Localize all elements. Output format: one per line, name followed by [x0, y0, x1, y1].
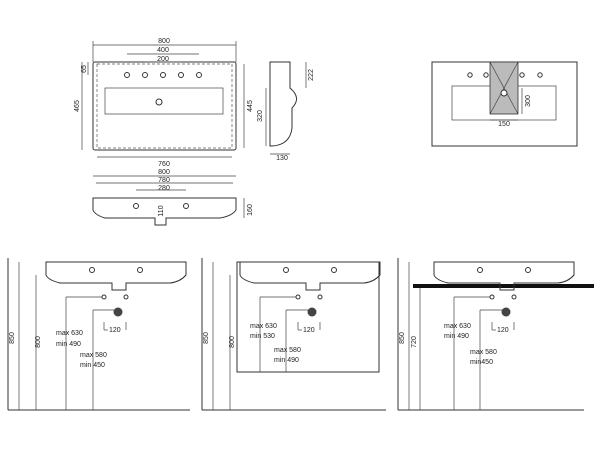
dim-front-w1: 800	[158, 169, 170, 176]
tap-hole-icon	[178, 72, 184, 78]
installation-1: 850 800 max 630 min 490 max 580 min 450 …	[7, 258, 190, 411]
dim-side-mid: 320	[257, 110, 264, 122]
install1-tap-min: min 490	[56, 341, 81, 348]
tap-connection-icon	[317, 294, 323, 300]
dim-front-height: 160	[247, 204, 254, 216]
tap-connection-icon	[123, 294, 129, 300]
dim-hole-offset: 65	[81, 65, 88, 73]
tap-hole-icon	[196, 72, 202, 78]
install2-height-total: 850	[203, 332, 210, 344]
dim-front-w3: 280	[158, 185, 170, 192]
tap-hole-icon	[160, 72, 166, 78]
dim-overall-width: 800	[158, 38, 170, 45]
dim-cutout-height: 300	[525, 95, 532, 107]
dim-hole-span-outer: 400	[157, 47, 169, 54]
install2-drain-min: min 490	[274, 357, 299, 364]
drain-hole-icon	[155, 98, 163, 106]
install1-drain-min: min 450	[80, 362, 105, 369]
dim-side-top: 222	[308, 69, 315, 81]
countertop	[413, 284, 594, 288]
dim-side-bottom: 130	[276, 155, 288, 162]
dim-hole-span-inner: 200	[157, 56, 169, 63]
tap-hole-icon	[142, 72, 148, 78]
cutout-view: 300 150	[431, 61, 578, 147]
install3-height-total: 850	[399, 332, 406, 344]
installation-3: 850 720 max 630 min 490 max 580 min450 1…	[397, 258, 594, 411]
install1-drain-max: max 580	[80, 352, 107, 359]
front-view: 800 780 280 110 160	[92, 169, 254, 226]
install2-tap-min: min 530	[250, 333, 275, 340]
install2-height-top: 800	[229, 336, 236, 348]
side-view: 222 320 130	[257, 61, 315, 162]
cabinet-outline	[236, 261, 380, 373]
install1-height-total: 850	[9, 332, 16, 344]
tap-connection-icon	[489, 294, 495, 300]
dim-front-drain: 110	[158, 205, 165, 216]
tap-connection-icon	[511, 294, 517, 300]
install1-height-top: 800	[35, 336, 42, 348]
install3-drain-max: max 580	[470, 349, 497, 356]
drain-connection-icon	[501, 307, 511, 317]
dim-depth-total: 465	[74, 100, 81, 112]
install3-height-top: 720	[411, 336, 418, 348]
install2-tap-max: max 630	[250, 323, 277, 330]
install1-tap-max: max 630	[56, 330, 83, 337]
dim-cutout-width: 150	[498, 121, 510, 128]
install3-spacing: 120	[497, 327, 509, 334]
dim-front-w2: 780	[158, 177, 170, 184]
top-view: 800 400 200 65 465 445 760	[74, 38, 254, 168]
dim-base-width: 760	[158, 161, 170, 168]
tap-connection-icon	[101, 294, 107, 300]
tap-connection-icon	[295, 294, 301, 300]
install3-tap-max: max 630	[444, 323, 471, 330]
tap-hole-icon	[124, 72, 130, 78]
drain-connection-icon	[113, 307, 123, 317]
install2-drain-max: max 580	[274, 347, 301, 354]
install2-spacing: 120	[303, 327, 315, 334]
install1-spacing: 120	[109, 327, 121, 334]
installation-2: 850 800 max 630 min 530 max 580 min 490 …	[201, 258, 386, 411]
install3-drain-min: min450	[470, 359, 493, 366]
install3-tap-min: min 490	[444, 333, 469, 340]
drain-connection-icon	[307, 307, 317, 317]
dim-depth-inner: 445	[247, 100, 254, 112]
